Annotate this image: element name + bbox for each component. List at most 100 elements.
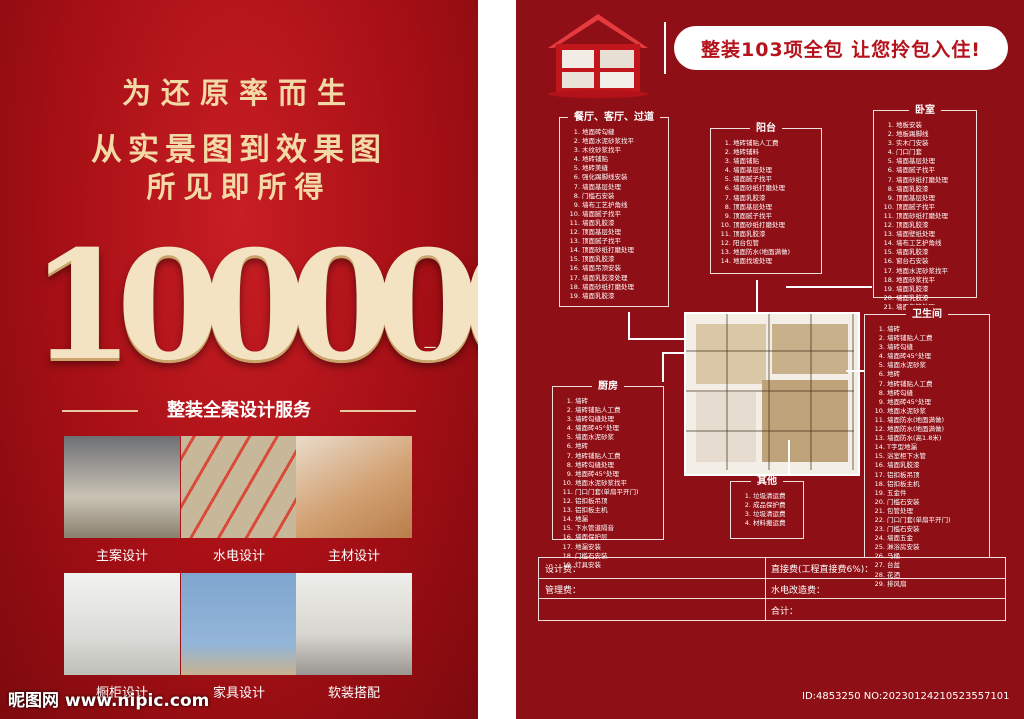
section-item: 墙面壁纸处理 — [896, 230, 972, 239]
section-list: 墙砖墙砖铺贴人工费墙砖勾缝处理墙面砖45°处理墙面水泥砂浆地砖地砖铺贴人工费地砖… — [553, 387, 663, 570]
section-item: 墙面砖45°处理 — [887, 352, 985, 361]
section-other: 其他 垃圾清运费成品保护费垃圾清运费材料搬运费 — [730, 472, 804, 539]
section-item: 门口门套(单扇平开门) — [887, 516, 985, 525]
section-item: 地砖铺贴人工费 — [887, 380, 985, 389]
tile-image-soft-furnishing — [296, 573, 412, 675]
section-item: 马桶 — [887, 552, 985, 561]
title-divider — [664, 22, 666, 74]
section-item: 铝扣板吊顶 — [575, 497, 659, 506]
section-item: 顶面砂纸打磨处理 — [582, 246, 664, 255]
section-item: 墙砖勾缝 — [887, 343, 985, 352]
section-item: 墙面水泥砂浆 — [887, 361, 985, 370]
divider-left — [62, 410, 138, 412]
section-item: 地砖 — [887, 370, 985, 379]
section-item: 木纹砂浆找平 — [582, 146, 664, 155]
section-item: 顶面砂纸打磨处理 — [896, 212, 972, 221]
section-bathroom: 卫生间 墙砖墙砖铺贴人工费墙砖勾缝墙面砖45°处理墙面水泥砂浆地砖地砖铺贴人工费… — [864, 305, 990, 588]
tile-label: 软装搭配 — [327, 686, 380, 701]
section-title: 卧室 — [909, 101, 941, 116]
section-item: 墙面防水(高1.8米) — [887, 434, 985, 443]
section-item: 铝扣板主机 — [887, 480, 985, 489]
section-item: 顶面腻子找平 — [733, 212, 817, 221]
tile-image-main-design — [64, 436, 180, 538]
section-item: 包管处理 — [887, 507, 985, 516]
arrow-to-balcony — [756, 280, 758, 312]
section-item: 墙布工艺护角线 — [896, 239, 972, 248]
section-list: 垃圾清运费成品保护费垃圾清运费材料搬运费 — [731, 482, 803, 528]
arrow-to-kitchen — [662, 352, 684, 354]
section-item: 灯具安装 — [575, 561, 659, 570]
house-icon — [548, 14, 648, 98]
section-item: 墙面乳胶漆 — [582, 292, 664, 301]
tile-image-materials — [296, 436, 412, 538]
section-item: 顶面乳胶漆 — [733, 230, 817, 239]
section-item: 地面砖45°处理 — [575, 470, 659, 479]
section-item: 垃圾清运费 — [753, 492, 799, 501]
section-item: 墙面保护层 — [575, 533, 659, 542]
section-item: 墙面乳胶漆 — [896, 185, 972, 194]
section-item: 地砖勾缝处理 — [575, 461, 659, 470]
section-item: 地砖铺贴 — [582, 155, 664, 164]
design-fee-label: 设计费： — [545, 565, 582, 575]
section-item: 排风扇 — [887, 580, 985, 589]
section-item: 墙面乳胶漆 — [896, 248, 972, 257]
section-item: 地面防水(地面满做) — [733, 248, 817, 257]
section-item: 墙砖铺贴人工费 — [887, 334, 985, 343]
section-item: T字型地漏 — [887, 443, 985, 452]
arrow-to-bathroom — [846, 370, 864, 372]
section-item: 铝扣板主机 — [575, 506, 659, 515]
section-item: 墙面水泥砂浆 — [575, 433, 659, 442]
section-item: 门口门套 — [896, 148, 972, 157]
service-title: 整装全案设计服务 — [167, 400, 311, 421]
direct-fee-label: 直接费(工程直接费6%)： — [771, 565, 874, 575]
image-id-text: ID:4853250 NO:20230124210523557101 — [802, 691, 1010, 702]
section-item: 顶面基层处理 — [582, 228, 664, 237]
section-list: 地砖铺贴人工费地砖辅料墙面铺贴墙面基层处理墙面腻子找平墙面砂纸打磨处理墙面乳胶漆… — [711, 129, 821, 266]
section-list: 墙砖墙砖铺贴人工费墙砖勾缝墙面砖45°处理墙面水泥砂浆地砖地砖铺贴人工费地砖勾缝… — [865, 315, 989, 589]
floor-plan-image — [684, 312, 860, 476]
section-item: 墙面腻子找平 — [896, 166, 972, 175]
section-item: 墙面乳胶漆 — [896, 294, 972, 303]
section-item: 墙面乳胶漆 — [582, 219, 664, 228]
section-item: 顶面腻子找平 — [582, 237, 664, 246]
cost-table: 设计费： 管理费： 直接费(工程直接费6%)： 水电改造费： 合计： — [538, 557, 1006, 621]
tile-label: 主案设计 — [95, 549, 148, 564]
section-item: 门槛石安装 — [575, 552, 659, 561]
arrow-to-kitchen — [662, 352, 664, 382]
section-item: 地面砖45°处理 — [887, 398, 985, 407]
section-item: 地砖 — [575, 442, 659, 451]
section-item: 顶面基层处理 — [896, 194, 972, 203]
section-title: 餐厅、客厅、过道 — [568, 108, 660, 123]
section-item: 顶面乳胶漆 — [896, 221, 972, 230]
headline-line-2: 从实景图到效果图 — [91, 132, 387, 168]
headline-line-1: 为还原率而生 — [121, 76, 356, 110]
section-item: 地面水泥砂浆找平 — [575, 479, 659, 488]
section-item: 地面找坡处理 — [733, 257, 817, 266]
left-flyer: 为还原率而生 从实景图到效果图 所见即所得 100000 元 整装全案设计服务 … — [0, 0, 478, 719]
section-item: 地面防水(地面满做) — [887, 425, 985, 434]
tile-image-furniture — [181, 573, 297, 675]
section-item: 墙面防水(地面满做) — [887, 416, 985, 425]
section-item: 墙面基层处理 — [896, 157, 972, 166]
section-item: 墙面乳胶漆 — [733, 194, 817, 203]
section-list: 地面砖勾缝地面水泥砂浆找平木纹砂浆找平地砖铺贴地砖美缝强化踢脚线安装墙面基层处理… — [560, 118, 668, 301]
section-item: 墙砖铺贴人工费 — [575, 406, 659, 415]
tile-label: 家具设计 — [212, 686, 265, 701]
arrow-to-living — [628, 338, 684, 340]
section-item: 材料搬运费 — [753, 519, 799, 528]
section-item: 墙面腻子找平 — [582, 210, 664, 219]
section-kitchen: 厨房 墙砖墙砖铺贴人工费墙砖勾缝处理墙面砖45°处理墙面水泥砂浆地砖地砖铺贴人工… — [552, 377, 664, 569]
section-item: 墙面腻子找平 — [733, 175, 817, 184]
arrow-to-living — [628, 312, 630, 338]
section-living: 餐厅、客厅、过道 地面砖勾缝地面水泥砂浆找平木纹砂浆找平地砖铺贴地砖美缝强化踢脚… — [559, 108, 669, 307]
section-item: 地砖铺贴人工费 — [733, 139, 817, 148]
section-item: 墙面砂纸打磨处理 — [733, 184, 817, 193]
section-item: 地砖辅料 — [733, 148, 817, 157]
tile-image-plumbing — [181, 436, 297, 538]
section-item: 地板安装 — [896, 121, 972, 130]
section-item: 阳台包管 — [733, 239, 817, 248]
tile-label: 主材设计 — [327, 549, 380, 564]
section-item: 门槛石安装 — [887, 525, 985, 534]
section-item: 门槛石安装 — [887, 498, 985, 507]
section-item: 墙布工艺护角线 — [582, 201, 664, 210]
